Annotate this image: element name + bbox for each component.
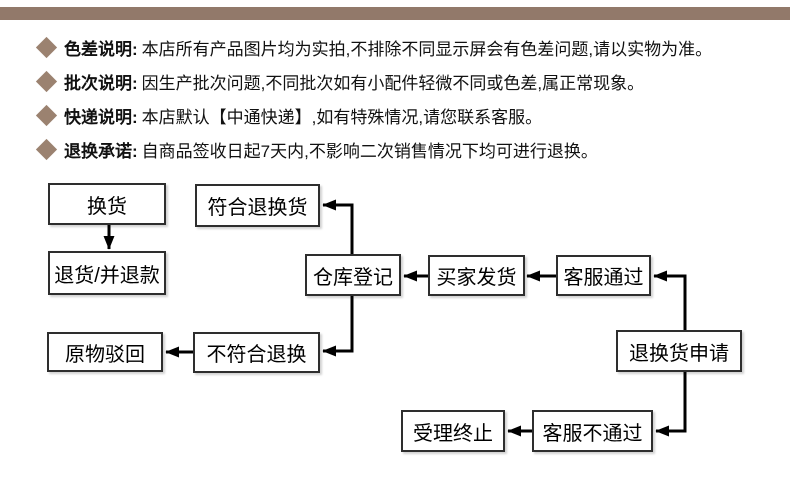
- flow-node-exchange: 换货: [48, 183, 166, 225]
- flow-node-not-qualified: 不符合退换: [193, 332, 320, 373]
- notice-label: 批次说明:: [64, 73, 138, 93]
- notice-text: 因生产批次问题,不同批次如有小配件轻微不同或色差,属正常现象。: [141, 73, 645, 93]
- notice-row-batch: 批次说明: 因生产批次问题,不同批次如有小配件轻微不同或色差,属正常现象。: [35, 64, 776, 98]
- notice-label: 色差说明:: [64, 39, 138, 59]
- flow-node-qualified: 符合退换货: [195, 184, 320, 227]
- top-accent-bar: [0, 7, 790, 20]
- flow-node-buyer-ship: 买家发货: [428, 255, 525, 296]
- notice-row-return-promise: 退换承诺: 自商品签收日起7天内,不影响二次销售情况下均可进行退换。: [35, 132, 776, 166]
- notice-row-color: 色差说明: 本店所有产品图片均为实拍,不排除不同显示屏会有色差问题,请以实物为准…: [35, 30, 776, 64]
- flow-node-refund: 退货/并退款: [48, 251, 166, 295]
- flow-node-apply: 退换货申请: [616, 330, 742, 372]
- notice-text: 自商品签收日起7天内,不影响二次销售情况下均可进行退换。: [141, 141, 598, 161]
- flow-node-terminated: 受理终止: [401, 410, 505, 452]
- flow-arrow-apply-to-csapproved: [653, 270, 687, 331]
- flow-arrow-warehouse-to-notqualified: [322, 295, 354, 357]
- flow-arrow-apply-to-csrejected: [655, 372, 687, 437]
- notice-label: 退换承诺:: [64, 141, 138, 161]
- notice-row-shipping: 快递说明: 本店默认【中通快递】,如有特殊情况,请您联系客服。: [35, 98, 776, 132]
- notice-label: 快递说明:: [64, 107, 138, 127]
- flow-arrow-warehouse-to-qualified: [322, 199, 354, 255]
- flow-node-warehouse: 仓库登记: [305, 254, 401, 296]
- notice-text: 本店所有产品图片均为实拍,不排除不同显示屏会有色差问题,请以实物为准。: [141, 39, 713, 59]
- flow-node-reject-back: 原物驳回: [47, 332, 163, 372]
- notice-text: 本店默认【中通快递】,如有特殊情况,请您联系客服。: [141, 107, 543, 127]
- notice-list: 色差说明: 本店所有产品图片均为实拍,不排除不同显示屏会有色差问题,请以实物为准…: [35, 30, 776, 166]
- flow-node-cs-rejected: 客服不通过: [532, 410, 653, 452]
- flow-node-cs-approved: 客服通过: [556, 255, 651, 296]
